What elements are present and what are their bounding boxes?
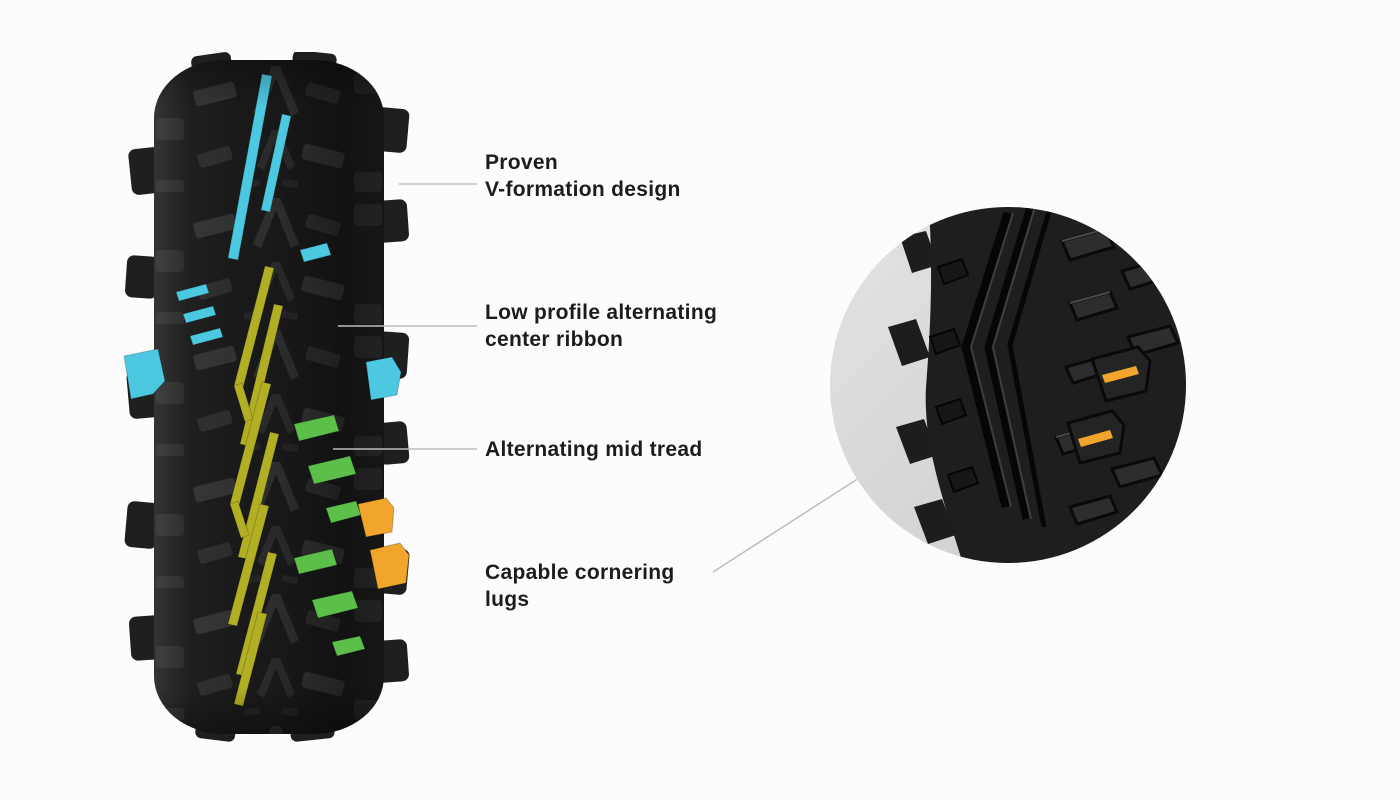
annotation-text-line: V-formation design — [485, 178, 681, 201]
tire-illustration — [123, 52, 410, 742]
annotation-text-line: center ribbon — [485, 328, 624, 351]
detail-chevron-grooves — [961, 207, 1055, 528]
detail-edge-blocks — [928, 257, 980, 494]
detail-edge-knobs — [888, 231, 956, 544]
detail-orange-accents — [1066, 345, 1152, 465]
tread-detail-zoom — [830, 207, 1186, 563]
annotation-text-line: Capable cornering — [485, 561, 675, 584]
annotation-text-line: Proven — [485, 151, 558, 174]
annotation-mid-tread: Alternating mid tread — [485, 436, 703, 463]
annotation-v-formation: Proven V-formation design — [485, 149, 681, 203]
annotation-center-ribbon: Low profile alternating center ribbon — [485, 299, 717, 353]
annotation-text-line: lugs — [485, 588, 530, 611]
annotation-cornering-lugs: Capable cornering lugs — [485, 559, 674, 613]
annotation-text-line: Alternating mid tread — [485, 438, 703, 461]
annotation-text-line: Low profile alternating — [485, 301, 718, 324]
